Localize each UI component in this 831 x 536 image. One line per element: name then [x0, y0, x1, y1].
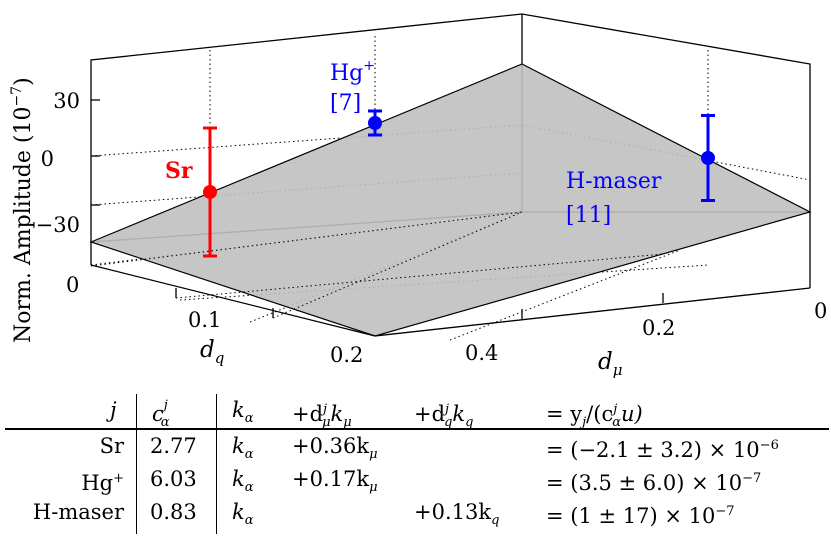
data-marker [203, 185, 217, 199]
table-row-value: = (3.5 ± 6.0) × 10−7 [546, 471, 762, 495]
table-row-name: H-maser [32, 500, 124, 524]
point-label-sr: Sr [165, 158, 193, 184]
y-tick-label: 0 [814, 299, 827, 323]
y-tick-label: 0.4 [465, 341, 498, 365]
table-row-c: 6.03 [150, 467, 197, 491]
data-marker [368, 116, 382, 130]
z-tick-labels: 30 0 −30 [36, 89, 80, 237]
z-axis-label: Norm. Amplitude (10−7) [9, 77, 36, 343]
table-row-name: Sr [99, 434, 124, 458]
table-row-k: kα [232, 500, 254, 529]
plane-grid-lines [90, 211, 664, 319]
x-tick-label: 0.1 [188, 308, 221, 332]
table-row-dmu: +0.36kμ [292, 434, 378, 463]
header-dmu: +djμkμ [292, 402, 352, 431]
table-row-k: kα [232, 467, 254, 496]
x-tick-label: 0.2 [330, 343, 363, 367]
table-col-divider-2 [216, 394, 218, 534]
table-row-c: 2.77 [150, 434, 197, 458]
table-col-divider-1 [136, 394, 138, 534]
table-row-value: = (1 ± 17) × 10−7 [546, 504, 735, 528]
header-j: j [110, 398, 117, 422]
data-points [203, 109, 715, 258]
y-tick-label: 0.2 [642, 316, 675, 340]
data-point-sr [203, 126, 217, 258]
header-dq: +djqkq [414, 402, 474, 431]
header-k: kα [232, 398, 254, 427]
table-row-name: Hg+ [81, 471, 124, 495]
tick-marks [91, 99, 664, 319]
x-axis-label: dq [200, 337, 224, 367]
table-row-c: 0.83 [150, 500, 197, 524]
floor-front-edges [90, 212, 811, 337]
header-rhs: = yj/(cjαu) [546, 402, 643, 431]
table-row-dq: +0.13kq [414, 500, 500, 529]
z-tick-label: −30 [36, 213, 80, 237]
data-point-hmaser [701, 114, 715, 202]
table-row-value: = (−2.1 ± 3.2) × 10−6 [546, 438, 779, 462]
table-row-k: kα [232, 434, 254, 463]
header-c: cjα [152, 398, 170, 431]
x-tick-labels: 0 0.1 0.2 [66, 273, 363, 367]
data-point-hg [368, 109, 382, 137]
y-axis-label: dμ [598, 349, 622, 379]
data-marker [701, 151, 715, 165]
y-tick-labels: 0 0.2 0.4 [465, 299, 827, 365]
table-row-dmu: +0.17kμ [292, 467, 378, 496]
z-tick-label: 30 [53, 89, 80, 113]
point-ref-hg: [7] [330, 91, 361, 116]
table-header-rule [5, 428, 829, 430]
point-label-hmaser: H-maser [566, 169, 662, 194]
point-ref-hmaser: [11] [566, 203, 611, 228]
point-label-hg: Hg+ [330, 58, 375, 86]
x-tick-label: 0 [66, 273, 79, 297]
z-tick-label: 0 [41, 147, 54, 171]
